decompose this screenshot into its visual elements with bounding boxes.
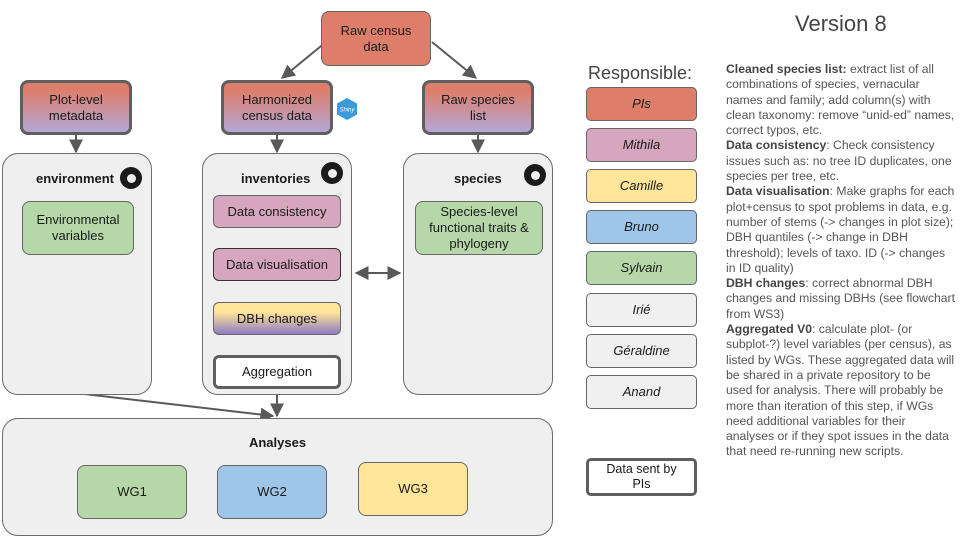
environment-title: environment: [36, 171, 115, 186]
legend-anand: Anand: [586, 375, 697, 409]
wg1-node: WG1: [77, 465, 187, 519]
note-text: : Make graphs for each plot+census to sp…: [726, 184, 955, 275]
legend-mithila-label: Mithila: [622, 137, 661, 152]
plot-metadata-node: Plot-level metadata: [20, 80, 132, 135]
wg2-label: WG2: [257, 484, 287, 499]
note-text: : correct abnormal DBH changes and missi…: [726, 276, 955, 321]
legend-camille-label: Camille: [619, 178, 664, 193]
data-consistency-label: Data consistency: [227, 203, 327, 219]
wg1-label: WG1: [117, 484, 147, 499]
note-term: Data consistency: [726, 138, 827, 153]
legend-anand-label: Anand: [622, 384, 661, 399]
legend-irie: Irié: [586, 293, 697, 327]
note-term: DBH changes: [726, 276, 806, 291]
note-term: Cleaned species list:: [726, 62, 847, 76]
environmental-variables-label: Environmental variables: [36, 212, 120, 243]
notes-block: Cleaned species list: extract list of al…: [726, 62, 956, 460]
environment-panel: environment Environmental variables: [2, 153, 152, 395]
legend-mithila: Mithila: [586, 128, 697, 162]
raw-species-list-label: Raw species list: [441, 91, 515, 123]
inventories-title: inventories: [241, 171, 311, 186]
wg3-node: WG3: [358, 462, 468, 516]
note-text: : Check consistency issues such as: no t…: [726, 138, 952, 184]
species-panel: species Species-level functional traits …: [403, 153, 553, 395]
legend-geraldine-label: Géraldine: [613, 343, 670, 358]
arrow-environment-to-analyses: [75, 392, 275, 422]
functional-traits-node: Species-level functional traits & phylog…: [415, 201, 543, 255]
analyses-title: Analyses: [248, 435, 307, 450]
legend-title: Responsible:: [588, 63, 693, 83]
legend-sylvain: Sylvain: [586, 251, 697, 285]
data-visualisation-label: Data visualisation: [226, 256, 328, 272]
raw-census-data-label: Raw census data: [340, 22, 412, 54]
shiny-badge-icon: Shiny: [335, 97, 359, 121]
legend-bruno-label: Bruno: [624, 219, 659, 234]
legend-sylvain-label: Sylvain: [620, 260, 663, 275]
legend-irie-label: Irié: [632, 302, 651, 317]
functional-traits-label: Species-level functional traits & phylog…: [429, 204, 529, 251]
github-icon[interactable]: [524, 164, 546, 186]
legend-camille: Camille: [586, 169, 697, 203]
legend-data-sent: Data sent by PIs: [586, 458, 697, 496]
legend-data-sent-label: Data sent by PIs: [606, 462, 677, 491]
legend-bruno: Bruno: [586, 210, 697, 244]
dbh-changes-label: DBH changes: [236, 310, 318, 326]
wg2-node: WG2: [217, 465, 327, 519]
note-text: extract list of all combinations of spec…: [726, 62, 955, 138]
legend-pis-label: PIs: [632, 96, 651, 111]
legend-geraldine: Géraldine: [586, 334, 697, 368]
raw-census-data-node: Raw census data: [321, 11, 431, 66]
github-icon[interactable]: [120, 167, 142, 189]
data-consistency-node: Data consistency: [213, 195, 341, 228]
harmonized-census-node: Harmonized census data: [221, 80, 333, 135]
wg3-label: WG3: [398, 481, 428, 496]
version-label: Version 8: [795, 11, 887, 36]
aggregation-node: Aggregation: [213, 355, 341, 389]
species-title: species: [454, 171, 502, 186]
analyses-panel: Analyses WG1 WG2 WG3: [2, 418, 553, 536]
note-term: Data visualisation: [726, 184, 830, 199]
github-icon[interactable]: [321, 162, 343, 184]
note-text: : calculate plot- (or subplot-?) level v…: [726, 322, 955, 459]
legend-pis: PIs: [586, 87, 697, 121]
data-visualisation-node: Data visualisation: [213, 248, 341, 281]
harmonized-census-label: Harmonized census data: [241, 91, 313, 123]
aggregation-label: Aggregation: [241, 364, 313, 379]
raw-species-list-node: Raw species list: [422, 80, 534, 135]
inventories-panel: inventories Data consistency Data visual…: [202, 153, 352, 395]
environmental-variables-node: Environmental variables: [22, 201, 134, 255]
note-term: Aggregated V0: [726, 322, 813, 337]
arrow-census-to-harmonized: [280, 41, 327, 79]
dbh-changes-node: DBH changes: [213, 302, 341, 335]
shiny-badge-text: Shiny: [339, 108, 355, 114]
arrow-census-to-species-list: [431, 41, 478, 79]
plot-metadata-label: Plot-level metadata: [48, 91, 104, 123]
